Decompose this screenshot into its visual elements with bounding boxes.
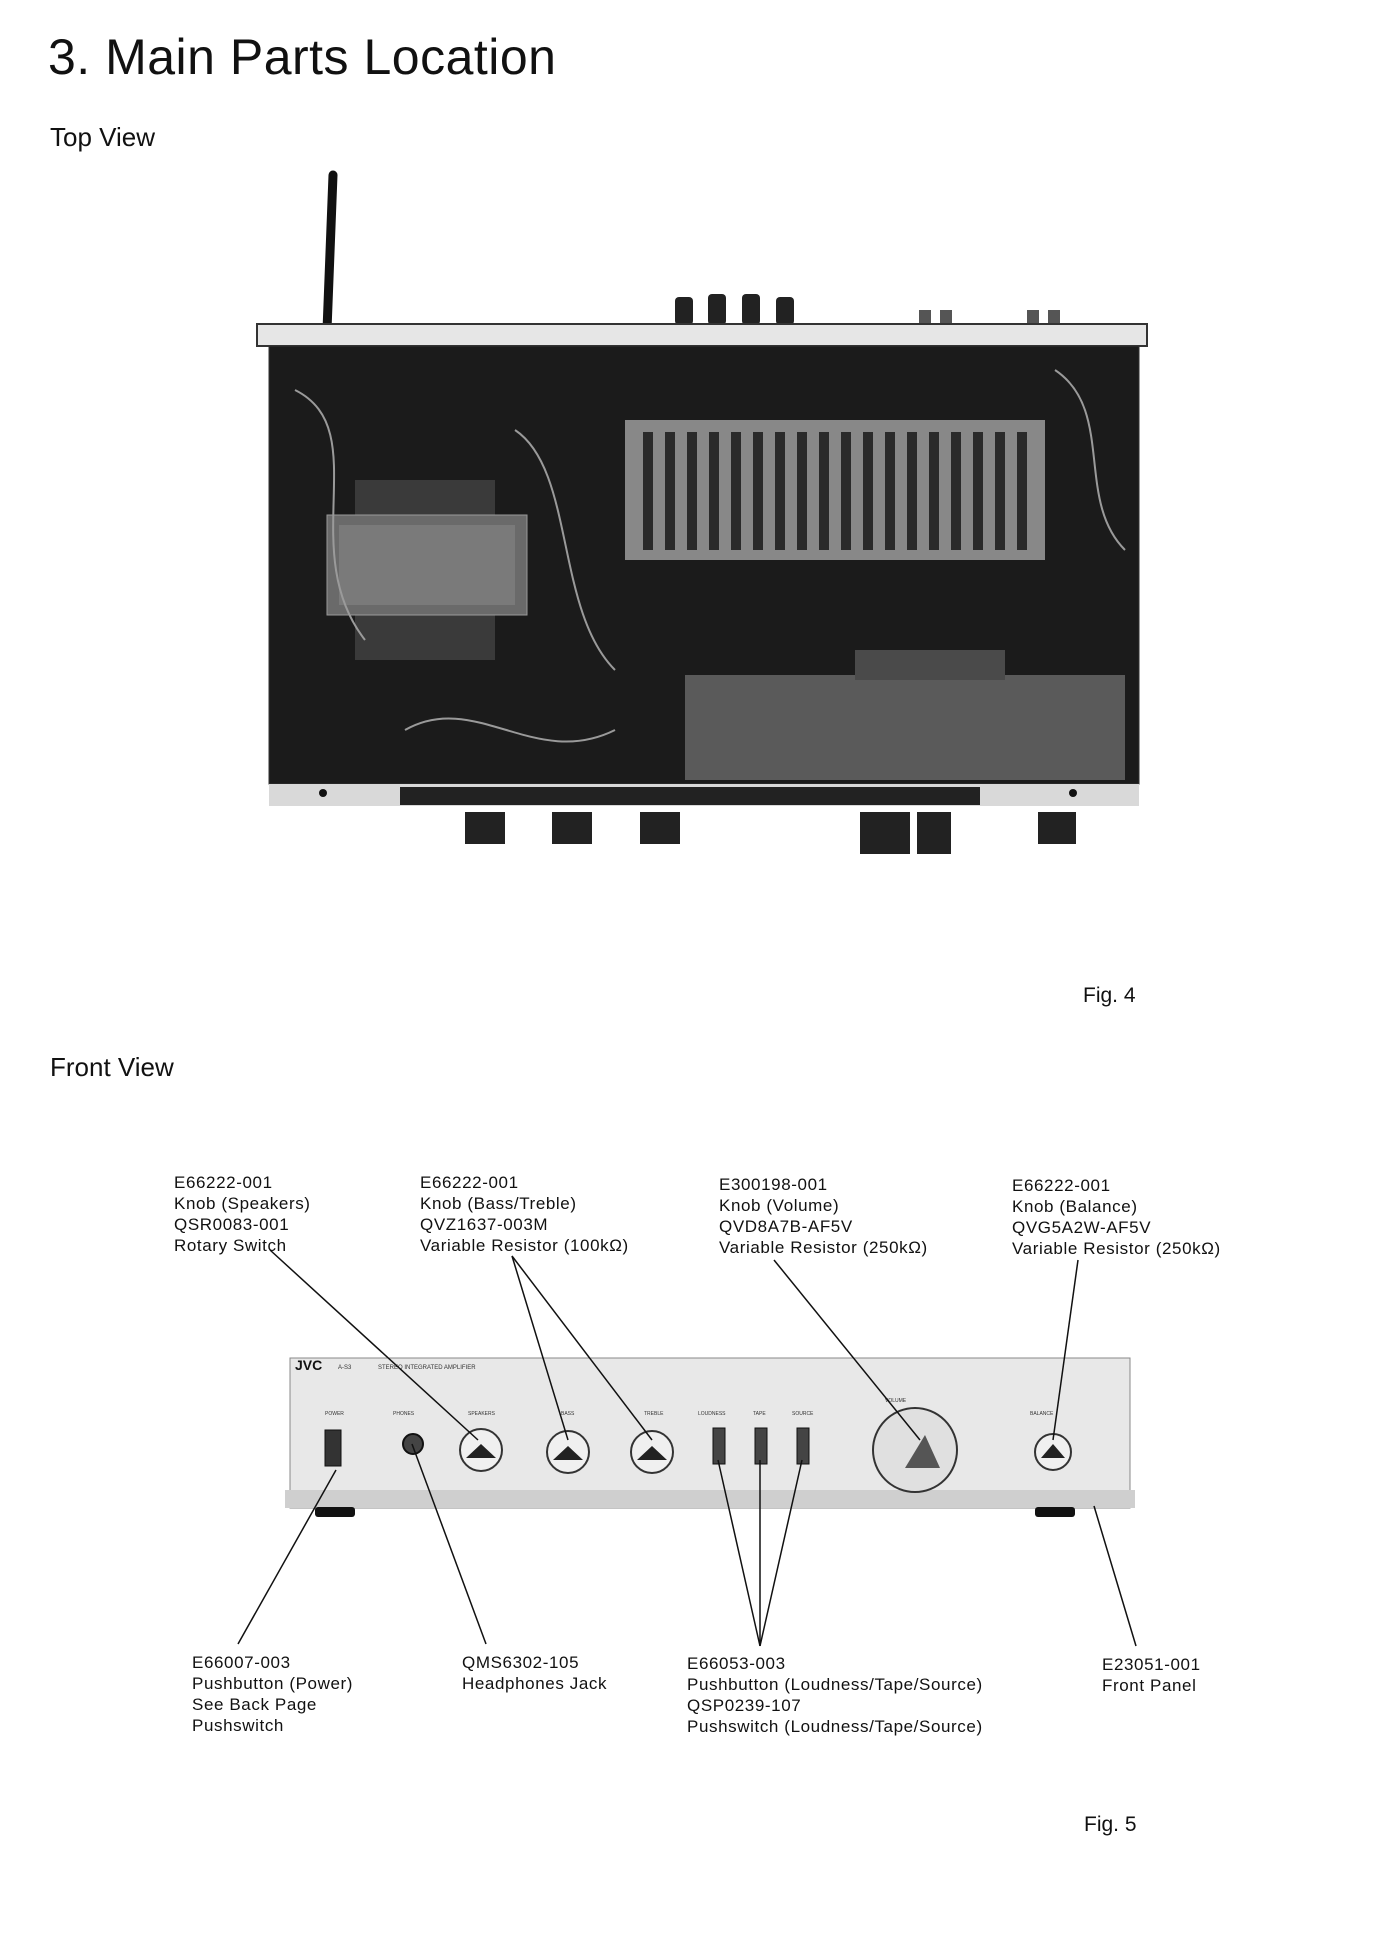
svg-text:STEREO INTEGRATED AMPLIFIER: STEREO INTEGRATED AMPLIFIER	[378, 1365, 476, 1371]
page-title: 3. Main Parts Location	[48, 29, 557, 85]
svg-text:TREBLE: TREBLE	[644, 1411, 664, 1417]
svg-text:VOLUME: VOLUME	[885, 1398, 907, 1404]
top-view-photo	[256, 170, 1148, 854]
svg-text:SOURCE: SOURCE	[792, 1411, 814, 1417]
panel-brand: JVC	[295, 1357, 322, 1373]
svg-text:SPEAKERS: SPEAKERS	[468, 1411, 496, 1417]
svg-text:PHONES: PHONES	[393, 1411, 415, 1417]
front-view-heading: Front View	[50, 1052, 174, 1082]
front-view-photo: JVC A-S3 STEREO INTEGRATED AMPLIFIER POW…	[285, 1357, 1135, 1517]
top-view-heading: Top View	[50, 122, 156, 152]
figure-5-label: Fig. 5	[1084, 1813, 1137, 1836]
svg-text:LOUDNESS: LOUDNESS	[698, 1411, 726, 1417]
svg-text:BALANCE: BALANCE	[1030, 1411, 1054, 1417]
svg-text:A-S3: A-S3	[338, 1365, 352, 1371]
svg-text:TAPE: TAPE	[753, 1411, 766, 1417]
figure-4-label: Fig. 4	[1083, 984, 1136, 1007]
svg-text:POWER: POWER	[325, 1411, 344, 1417]
svg-text:BASS: BASS	[561, 1411, 575, 1417]
